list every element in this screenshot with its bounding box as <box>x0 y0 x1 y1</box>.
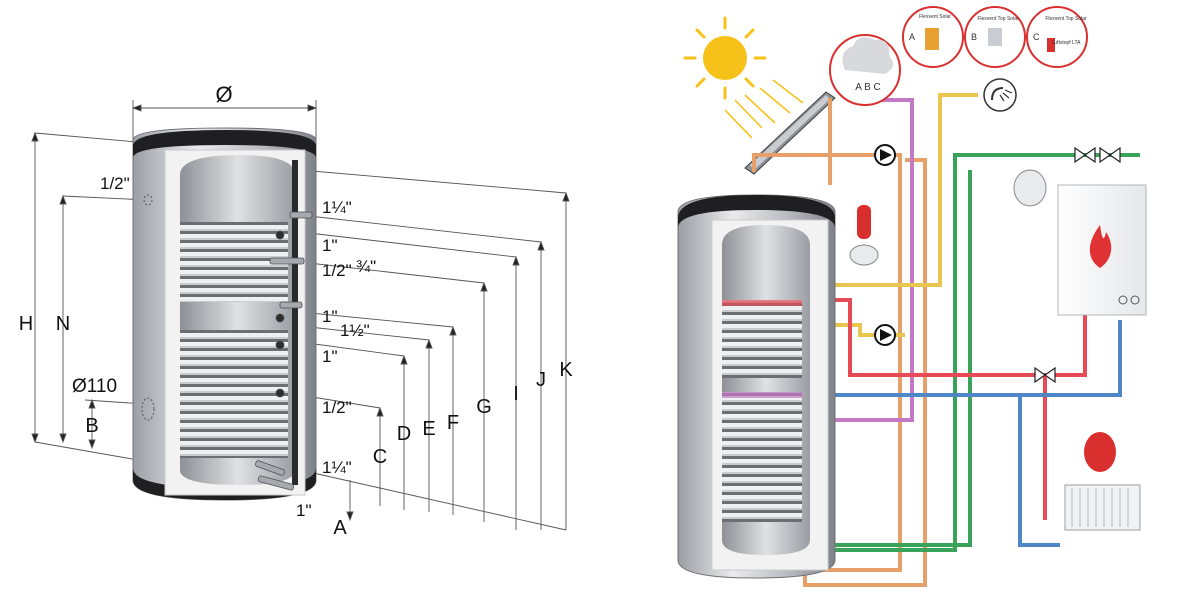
left-connections <box>255 211 313 491</box>
dim-label-K: K <box>559 359 573 381</box>
svg-text:Flexvent Top Solar: Flexvent Top Solar <box>1045 16 1087 22</box>
svg-text:Flexvent Top Solar: Flexvent Top Solar <box>977 16 1019 22</box>
left-tank-diagram: Ø H N B A C D E F G I J K 1/2" 1¼" 1" 1/… <box>19 82 574 539</box>
right-tank <box>677 194 836 579</box>
callout-b: B Flexvent Top Solar <box>964 6 1026 68</box>
dim-label-I: I <box>513 383 519 405</box>
dim-label-C: C <box>373 446 387 468</box>
dim-label-J: J <box>536 369 546 391</box>
solar-collector <box>744 91 836 175</box>
right-system-diagram: A B C A Flexvent Solar B Flexvent Top So… <box>677 6 1147 587</box>
valves <box>1034 146 1121 384</box>
pipe-size-coil2-in: 1" <box>322 307 338 326</box>
callout-a: A Flexvent Solar <box>902 6 964 68</box>
pipe-size-bottom-conn: 1¼" <box>322 458 352 477</box>
dim-label-F: F <box>447 412 459 434</box>
expansion-vessel-sanitary <box>1013 169 1047 207</box>
shower-icon <box>983 78 1017 112</box>
dim-label-D: D <box>397 423 411 445</box>
pipe-size-sensor2: 1/2" <box>322 398 352 417</box>
svg-text:C: C <box>1033 32 1040 42</box>
pipe-size-coil2-out: 1" <box>322 347 338 366</box>
pipe-size-coil1-in: 1" <box>322 236 338 255</box>
svg-text:A: A <box>909 32 915 42</box>
diameter-label: Ø <box>215 82 232 107</box>
right-lower-coil <box>722 392 802 522</box>
callout-c: C Flexvent Top Solar Luftstopf LTA <box>1026 6 1088 68</box>
pipe-size-top-connection: 1¼" <box>322 198 352 217</box>
sun-icon <box>683 16 804 139</box>
dim-label-N: N <box>56 313 70 335</box>
dimension-lines <box>31 100 570 531</box>
svg-text:Flexvent Solar: Flexvent Solar <box>919 14 951 20</box>
pump-icon <box>874 144 896 346</box>
radiator <box>1064 484 1141 531</box>
pipe-network <box>752 93 1140 587</box>
left-tank <box>132 127 317 501</box>
boiler <box>1057 184 1147 316</box>
dim-label-A: A <box>333 517 347 539</box>
dim-label-E: E <box>422 418 435 440</box>
pipe-size-top-half: 1/2" <box>100 174 130 193</box>
pipe-size-drain: 1" <box>296 501 312 520</box>
dim-label-H: H <box>19 313 33 335</box>
pipe-size-sensor1: 1/2" <box>322 261 352 280</box>
svg-text:Luftstopf LTA: Luftstopf LTA <box>1052 40 1082 46</box>
flange-label: Ø110 <box>72 376 117 397</box>
expansion-vessel-solar <box>849 205 879 266</box>
pipe-size-coil1-out: ¾" <box>356 257 376 276</box>
pipe-size-mid-conn: 1½" <box>340 321 370 340</box>
svg-text:B: B <box>971 32 977 42</box>
right-upper-coil <box>722 300 802 378</box>
svg-text:A B C: A B C <box>855 82 881 93</box>
callout-cloud: A B C <box>829 34 901 106</box>
dim-label-G: G <box>476 396 492 418</box>
lower-coil <box>180 330 288 458</box>
expansion-vessel-heating <box>1084 432 1116 472</box>
dim-label-B: B <box>85 415 98 437</box>
